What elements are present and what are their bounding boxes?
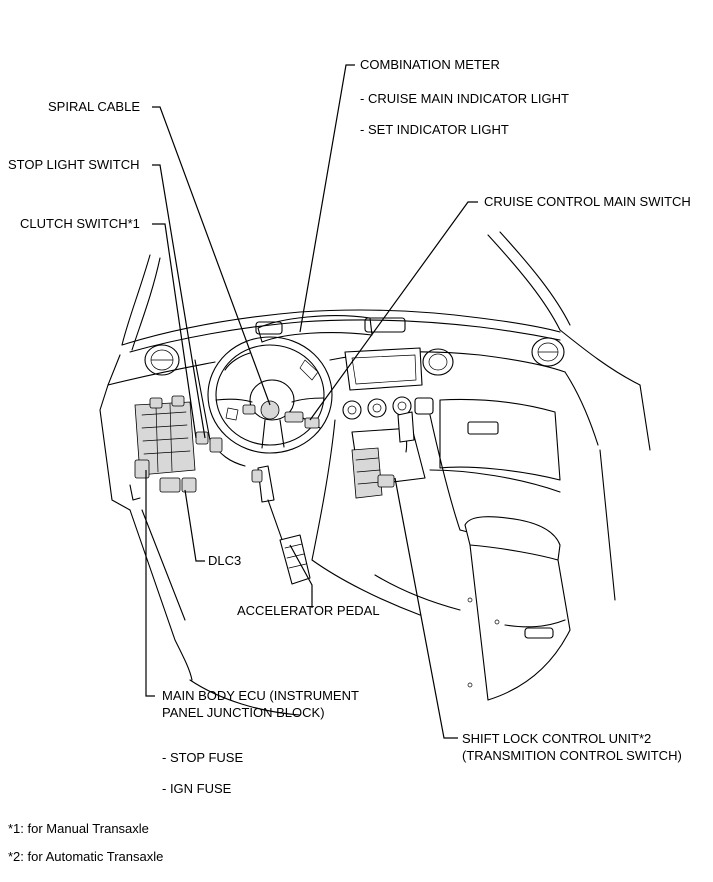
leader-dlc3 [184,489,205,562]
label-cruise-control-main-switch: CRUISE CONTROL MAIN SWITCH [484,194,691,209]
footnote-manual-transaxle: *1: for Manual Transaxle [8,821,149,836]
leader-clutch-switch [152,223,197,439]
label-stop-fuse: - STOP FUSE [162,750,244,765]
label-main-body-ecu-line1: MAIN BODY ECU (INSTRUMENT [162,688,359,703]
leader-shift-lock [394,477,458,739]
leader-lines [145,64,478,739]
leader-accelerator-pedal [289,544,313,608]
label-cruise-main-indicator: - CRUISE MAIN INDICATOR LIGHT [360,91,569,106]
leader-spiral-cable [152,106,271,406]
label-combination-meter: COMBINATION METER [360,57,500,72]
label-set-indicator: - SET INDICATOR LIGHT [360,122,509,137]
label-main-body-ecu-line2: PANEL JUNCTION BLOCK) [162,705,325,720]
footnote-automatic-transaxle: *2: for Automatic Transaxle [8,849,164,864]
dashboard-drawing [99,231,651,716]
label-spiral-cable: SPIRAL CABLE [48,99,141,114]
label-accelerator-pedal: ACCELERATOR PEDAL [237,603,380,618]
label-ign-fuse: - IGN FUSE [162,781,232,796]
label-dlc3: DLC3 [208,553,242,568]
leader-cruise-control-main-switch [309,201,478,421]
label-shift-lock-line1: SHIFT LOCK CONTROL UNIT*2 [462,731,652,746]
leader-stop-light-switch [152,164,206,439]
label-clutch-switch: CLUTCH SWITCH*1 [20,216,140,231]
label-shift-lock-line2: (TRANSMITION CONTROL SWITCH) [462,748,682,763]
leader-main-body-ecu [145,470,155,697]
leader-combination-meter [299,64,355,333]
label-stop-light-switch: STOP LIGHT SWITCH [8,157,140,172]
